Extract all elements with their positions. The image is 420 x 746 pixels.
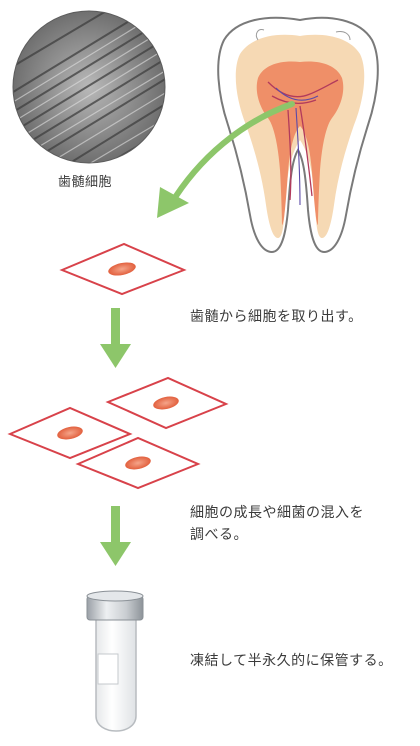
down-arrow-2 [100, 506, 131, 566]
step-2-caption: 細胞の成長や細菌の混入を 調べる。 [190, 505, 364, 543]
culture-dish-2 [105, 376, 229, 430]
step-1-caption: 歯髄から細胞を取り出す。 [190, 309, 363, 325]
micrograph-label: 歯髄細胞 [58, 175, 113, 190]
step-3-caption: 凍結して半永久的に保管する。 [190, 653, 393, 669]
extraction-arrow [157, 101, 295, 218]
culture-dish-1 [59, 242, 187, 296]
culture-dish-3 [7, 406, 133, 460]
tooth-illustration [217, 16, 379, 254]
cryo-storage-tube [86, 590, 144, 732]
down-arrow-1 [100, 308, 131, 368]
culture-dish-4 [75, 436, 201, 490]
